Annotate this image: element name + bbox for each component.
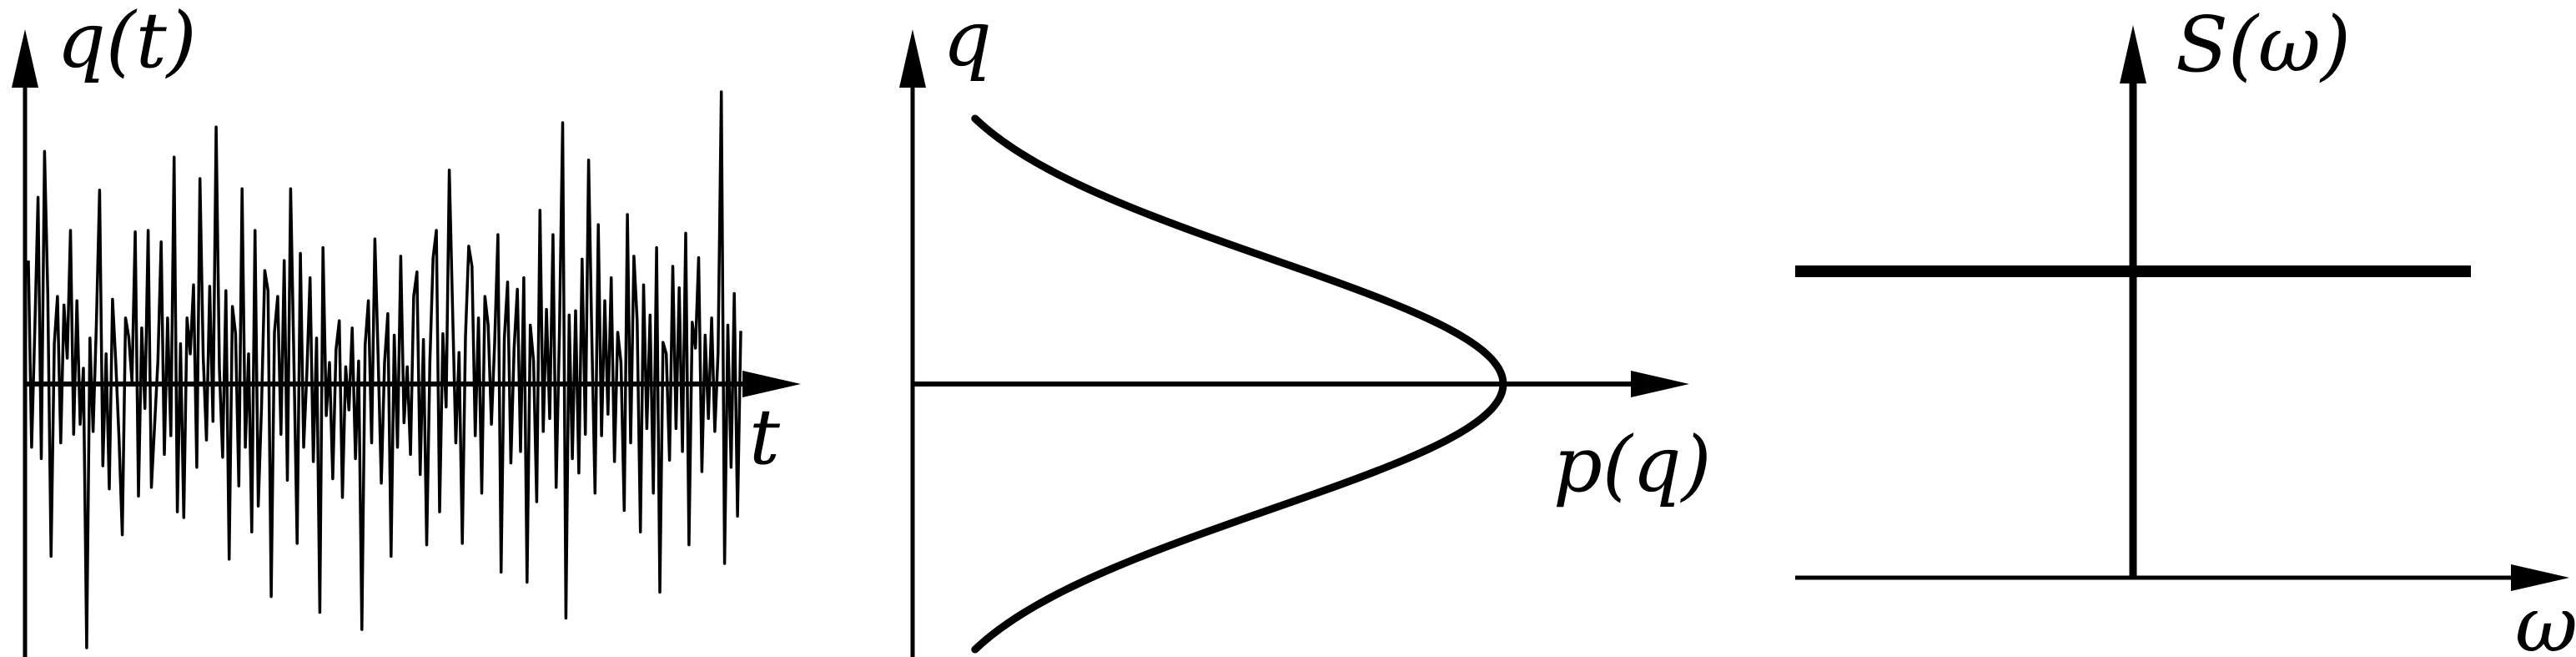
- distribution-y-axis-label: q: [943, 0, 992, 83]
- distribution-panel: q p(q): [899, 0, 1712, 657]
- signal-trace: [27, 90, 742, 649]
- spectrum-y-axis-label: S(ω): [2176, 0, 2351, 89]
- signal-panel: q(t) t: [12, 0, 801, 657]
- spectrum-x-axis-label: ω: [2515, 580, 2576, 657]
- spectrum-panel: S(ω) ω: [1795, 0, 2576, 657]
- distribution-x-axis-label: p(q): [1553, 420, 1712, 509]
- signal-y-axis-label: q(t): [57, 0, 197, 85]
- gaussian-density-curve: [971, 114, 1507, 654]
- signal-x-axis-label: t: [749, 392, 781, 482]
